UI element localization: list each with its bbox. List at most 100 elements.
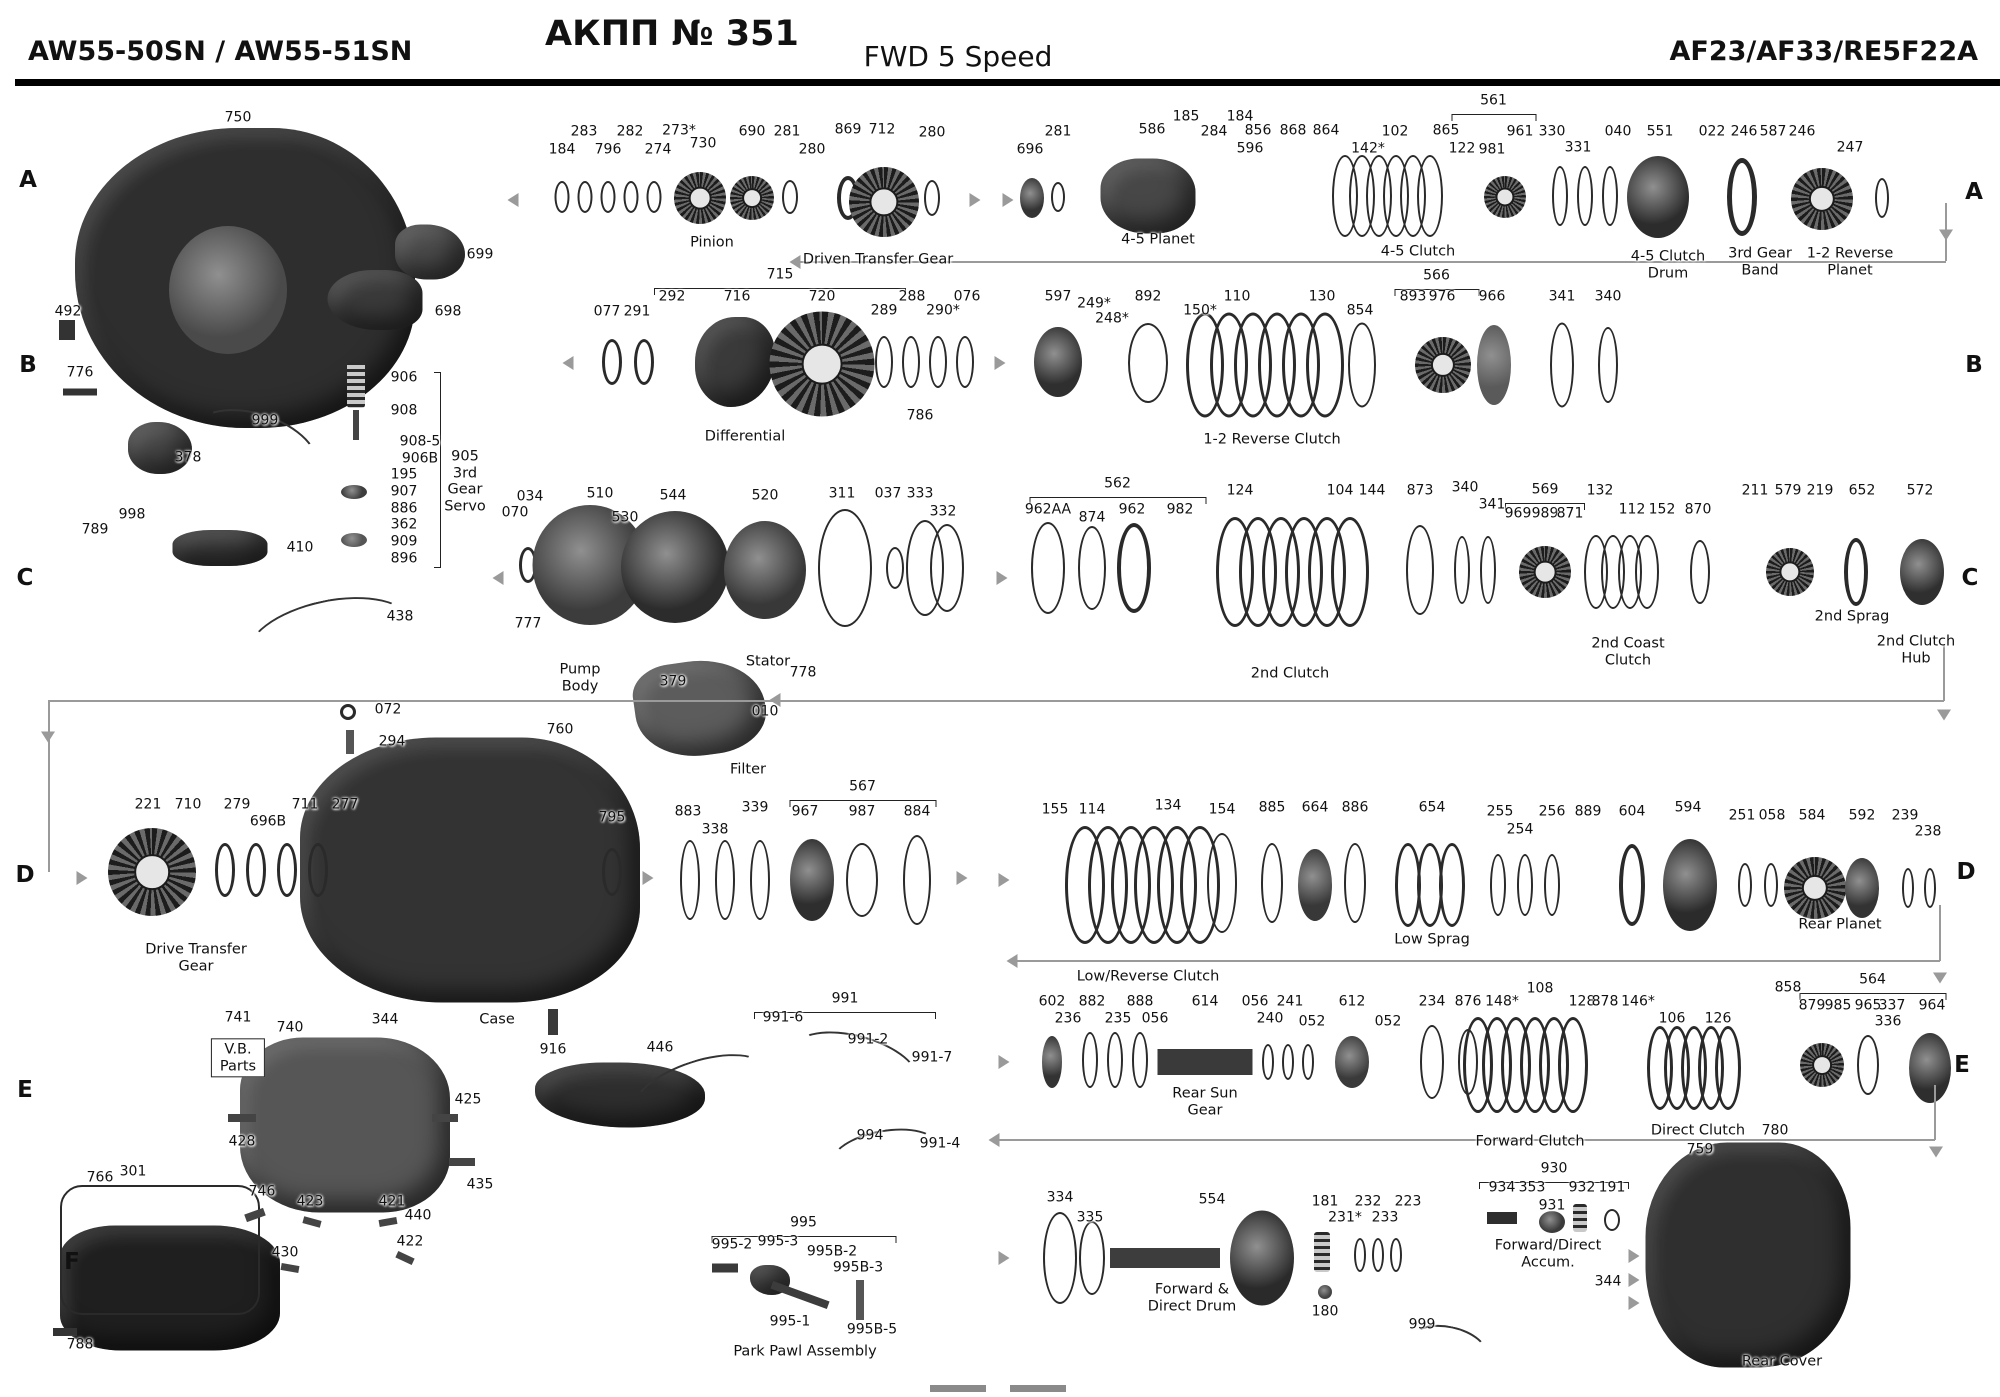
part-label-234: 234 (1418, 993, 1446, 1010)
bracket-566 (1394, 289, 1479, 296)
ring-965 (1857, 1035, 1879, 1095)
row-label-right-A: A (1965, 179, 1983, 205)
part-label-150*: 150* (1183, 302, 1217, 319)
part-label-344: 344 (1594, 1273, 1622, 1290)
part-label-052: 052 (1298, 1013, 1326, 1030)
part-label-740: 740 (276, 1019, 304, 1036)
accum-612 (1335, 1036, 1369, 1088)
part-label-052: 052 (1374, 1013, 1402, 1030)
accumulator-378 (128, 422, 192, 474)
bracket-561 (1451, 114, 1536, 121)
row-label-left-A: A (19, 167, 37, 193)
accum-spring-932 (1573, 1204, 1587, 1232)
footer-mark (1010, 1385, 1066, 1392)
part-label-338: 338 (701, 821, 729, 838)
row-label-right-D: D (1956, 859, 1976, 885)
part-label-040: 040 (1604, 123, 1632, 140)
component-label-park-pawl-assembly: Park Pawl Assembly (733, 1343, 877, 1360)
part-label-233: 233 (1371, 1209, 1399, 1226)
connector-line (795, 261, 1946, 263)
part-label-690: 690 (738, 123, 766, 140)
ring-341b (1550, 322, 1574, 408)
flow-arrow (988, 1133, 1000, 1147)
part-label-410: 410 (286, 539, 314, 556)
bracket-699 (395, 224, 465, 280)
part-label-664: 664 (1301, 799, 1329, 816)
planet-1-2-reverse (1791, 168, 1853, 230)
rear-planet-gear-584-hole (1801, 874, 1829, 902)
part-label-425: 425 (454, 1091, 482, 1108)
part-label-778: 778 (789, 664, 817, 681)
part-label-106: 106 (1658, 1010, 1686, 1027)
part-label-273*: 273* (662, 122, 696, 139)
driven-transfer-gear (849, 167, 919, 237)
part-label-146*: 146* (1621, 993, 1655, 1010)
part-label-882: 882 (1078, 993, 1106, 1010)
part-label-211: 211 (1741, 482, 1769, 499)
part-label-185: 185 (1172, 108, 1200, 125)
drum-597 (1034, 327, 1082, 397)
flow-arrow (1939, 229, 1953, 241)
bracket-569 (1505, 503, 1585, 510)
ring-037 (886, 547, 904, 589)
clutch-4-5-pack-ring (1417, 155, 1443, 237)
part-label-696: 696 (1016, 141, 1044, 158)
diff-bearings-ring (634, 339, 654, 385)
part-label-796: 796 (594, 141, 622, 158)
part-label-249*: 249* (1077, 295, 1111, 312)
ring-280 (924, 180, 940, 216)
part-label-010: 010 (751, 703, 779, 720)
flow-arrow (492, 571, 504, 585)
case (300, 737, 640, 1003)
bracket-991 (754, 1012, 936, 1019)
part-label-344: 344 (371, 1011, 399, 1028)
rings-279-277-ring (215, 843, 235, 897)
planet-1-2-reverse-hole (1808, 185, 1836, 213)
part-label-236: 236 (1054, 1010, 1082, 1027)
footer-mark (930, 1385, 986, 1392)
part-label-108: 108 (1526, 980, 1554, 997)
diff-shims-ring (875, 336, 893, 388)
part-label-698: 698 (434, 303, 462, 320)
part-label-795: 795 (598, 809, 626, 826)
part-label-876: 876 (1454, 993, 1482, 1010)
rings-255-256-ring (1517, 854, 1533, 916)
piston-966 (1477, 325, 1511, 405)
part-label-330: 330 (1538, 123, 1566, 140)
part-label-112: 112 (1618, 501, 1646, 518)
part-label-991-6: 991-6 (762, 1009, 804, 1026)
component-label-filter: Filter (730, 761, 766, 778)
component-label-clutch-drum-4-5: 4-5 Clutch Drum (1630, 248, 1706, 281)
ring-795 (602, 848, 622, 896)
part-label-520: 520 (751, 487, 779, 504)
connector-line (48, 700, 1944, 702)
part-label-379: 379 (659, 673, 687, 690)
rings-883-339-ring (715, 840, 735, 920)
washer-180 (1318, 1285, 1332, 1299)
part-label-438: 438 (386, 608, 414, 625)
component-label-hub-2nd-clutch: 2nd Clutch Hub (1876, 633, 1956, 666)
rings-239-238-ring (1924, 868, 1936, 908)
ring-340b (1598, 327, 1618, 403)
rings-056-241-ring (1262, 1044, 1274, 1080)
part-label-873: 873 (1406, 482, 1434, 499)
part-label-572: 572 (1906, 482, 1934, 499)
component-label-drive-transfer-gear: Drive Transfer Gear (145, 941, 247, 974)
component-label-clutch-2nd-coast: 2nd Coast Clutch (1591, 635, 1665, 668)
component-label-planet-1-2-reverse: 1-2 Reverse Planet (1806, 245, 1894, 278)
part-label-290*: 290* (926, 302, 960, 319)
part-label-289: 289 (870, 302, 898, 319)
part-label-614: 614 (1191, 993, 1219, 1010)
flow-arrow (789, 255, 801, 269)
component-label-clutch-2nd: 2nd Clutch (1250, 665, 1330, 682)
clutch-drum-4-5 (1627, 156, 1689, 238)
part-label-991-2: 991-2 (847, 1031, 889, 1048)
drive-transfer-gear-710-hole (134, 854, 170, 890)
hub-961 (1484, 176, 1526, 218)
part-label-274: 274 (644, 141, 672, 158)
hub-2nd-clutch (1900, 539, 1944, 605)
ring-334 (1043, 1212, 1077, 1304)
rings-340-341-ring (1454, 536, 1470, 604)
component-label-clutch-forward: Forward Clutch (1475, 1133, 1585, 1150)
part-label-124: 124 (1226, 482, 1254, 499)
